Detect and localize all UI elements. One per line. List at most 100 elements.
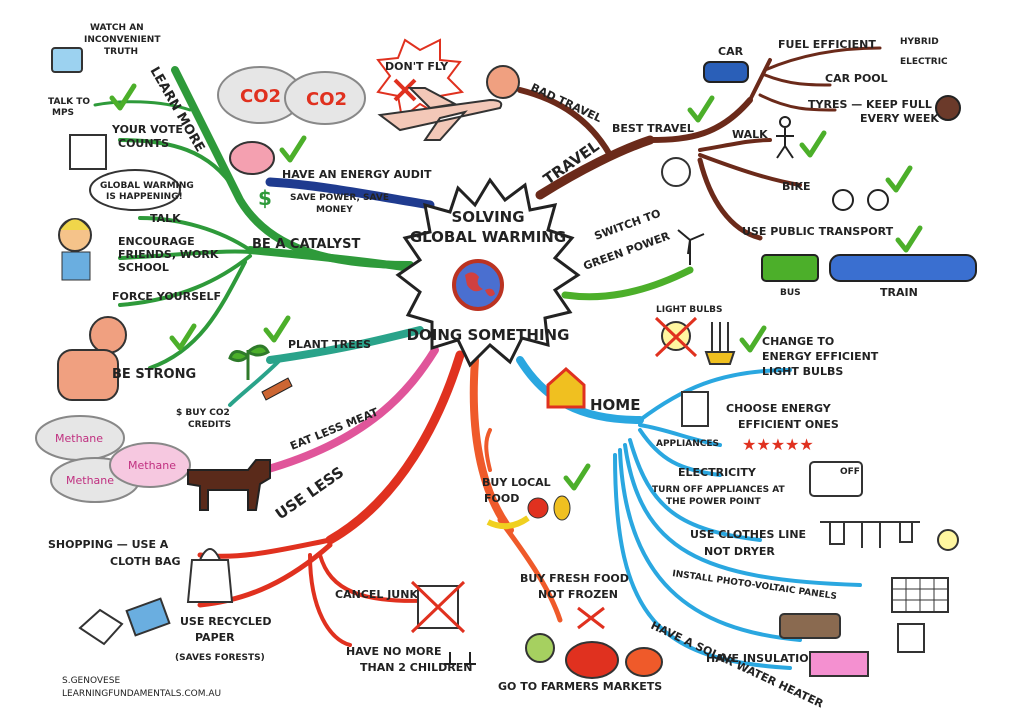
insulation-label: HAVE INSULATION: [706, 652, 818, 665]
earth-land-icon: [465, 272, 495, 297]
bus-label: BUS: [780, 288, 801, 298]
plant-trees-label: PLANT TREES: [288, 338, 371, 351]
power-point-icon: [809, 461, 863, 497]
tyres-line-2: EVERY WEEK: [860, 112, 939, 125]
branch-clothes: [628, 438, 762, 542]
paper-stack-icon: [125, 597, 171, 637]
house-icon: [546, 366, 586, 409]
save-line-2: MONEY: [316, 205, 353, 215]
energy-audit-group: HAVE AN ENERGY AUDIT $ SAVE POWER, SAVE …: [229, 135, 432, 215]
bus-icon: [761, 254, 819, 282]
fresh-food-line-2: NOT FROZEN: [538, 588, 618, 601]
encourage-line-1: ENCOURAGE: [118, 235, 195, 248]
fresh-food-line-1: BUY FRESH FOOD: [520, 572, 629, 585]
watch-line-1: WATCH AN: [90, 23, 144, 33]
audit-label: HAVE AN ENERGY AUDIT: [282, 168, 432, 181]
car-icon: [703, 61, 749, 83]
bulbs-line-1: CHANGE TO: [762, 335, 834, 348]
branch-talk: [138, 216, 252, 252]
person-hair-icon: [59, 218, 91, 231]
branch-lines: [93, 46, 882, 670]
bulbs-title-label: LIGHT BULBS: [656, 305, 723, 315]
cross-icon: [654, 316, 698, 358]
branch-bad-travel: [517, 87, 613, 158]
branch-encourage: [118, 249, 252, 260]
basket-icon: [565, 641, 619, 679]
hot-water-unit-icon: [897, 623, 925, 653]
food-group: BUY LOCAL FOOD BUY FRESH FOOD NOT FROZEN…: [482, 463, 663, 693]
farmer-icon: [525, 633, 555, 663]
methane-3-label: Methane: [66, 474, 114, 487]
plant-trees-group: PLANT TREES $ BUY CO2 CREDITS: [176, 315, 371, 430]
branch-strong: [148, 260, 247, 370]
branch-use-less: [325, 350, 465, 545]
catalyst-label: BE A CATALYST: [252, 237, 360, 252]
walker-head-icon: [779, 116, 791, 128]
branch-bulbs: [638, 368, 792, 422]
methane-2-label: Methane: [128, 459, 176, 472]
appliances-label: APPLIANCES: [656, 439, 719, 449]
branch-fuel: [763, 46, 882, 72]
check-icon: [687, 95, 715, 123]
travel-group: TRAVEL BEST TRAVEL CAR FUEL EFFICIENT HY…: [540, 37, 977, 299]
banana-icon: [486, 515, 530, 530]
branch-mps: [93, 100, 192, 112]
local-food-line-2: FOOD: [484, 492, 519, 505]
branch-elec: [638, 428, 722, 477]
children-line-2: THAN 2 CHILDREN: [360, 661, 472, 674]
save-line-1: SAVE POWER, SAVE: [290, 193, 389, 203]
clothesline-icon: [820, 521, 920, 548]
markets-label: GO TO FARMERS MARKETS: [498, 680, 662, 693]
smiley-icon: [661, 157, 691, 187]
branch-junk: [318, 553, 442, 603]
turnoff-line-1: TURN OFF APPLIANCES AT: [652, 485, 785, 495]
cloud-icon: [284, 71, 366, 125]
branch-energy-audit: [265, 177, 435, 210]
sad-face-icon: [486, 65, 520, 99]
bulbs-line-3: LIGHT BULBS: [762, 365, 843, 378]
bike-wheel-icon: [867, 189, 889, 211]
tyre-icon: [935, 95, 961, 121]
talk-mps-line-1: TALK TO: [48, 97, 90, 107]
fridge-icon: [681, 391, 709, 427]
branch-water: [618, 448, 802, 642]
check-icon: [799, 130, 827, 158]
paper-line-3: (SAVES FORESTS): [175, 653, 265, 663]
train-icon: [829, 254, 977, 282]
branch-travel: [535, 135, 655, 200]
bad-travel-group: CO2 CO2 DON'T FLY BAD TRAVEL: [217, 38, 604, 141]
branch-children: [308, 553, 352, 647]
branch-appl: [638, 423, 722, 447]
electric-label: ELECTRIC: [900, 57, 948, 67]
branch-walk: [698, 138, 772, 152]
walker-icon: [776, 128, 794, 159]
rating-stars: ★★★★★: [742, 435, 814, 454]
check-icon: [563, 463, 591, 491]
green-power-group: SWITCH TO GREEN POWER: [582, 207, 705, 273]
cross-icon: [577, 606, 605, 630]
co2-b-label: CO2: [306, 89, 347, 110]
co2-credits-line-2: CREDITS: [188, 420, 231, 430]
branch-carpool: [763, 73, 832, 87]
wind-turbine-icon: [677, 229, 705, 265]
central-node: SOLVING GLOBAL WARMING DOING SOMETHING: [395, 177, 581, 368]
strongman-head-icon: [89, 316, 127, 354]
center-title-bottom: DOING SOMETHING: [407, 326, 570, 344]
children-line-1: HAVE NO MORE: [346, 645, 442, 658]
cfl-bulb-icon: [704, 322, 736, 365]
shopping-line-2: CLOTH BAG: [110, 555, 181, 568]
branch-bike: [698, 153, 802, 187]
branch-green-power: [561, 266, 694, 301]
methane-1-label: Methane: [55, 432, 103, 445]
public-transport-label: USE PUBLIC TRANSPORT: [742, 225, 894, 238]
branch-insulation: [613, 453, 792, 670]
bike-wheel-icon: [832, 189, 854, 211]
paper-line-1: USE RECYCLED: [180, 615, 272, 628]
branch-co2: [228, 358, 282, 407]
cross-icon: [393, 78, 417, 102]
branch-food: [469, 356, 514, 534]
car-label: CAR: [718, 45, 744, 58]
turnoff-line-2: THE POWER POINT: [666, 497, 761, 507]
home-label: HOME: [590, 396, 640, 414]
